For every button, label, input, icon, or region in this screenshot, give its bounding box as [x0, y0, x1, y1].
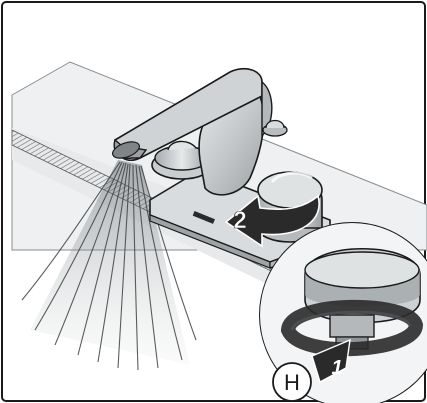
callout-label-text: H [284, 370, 300, 395]
step-2-label: 2 [233, 207, 246, 234]
faucet-spout [112, 68, 288, 196]
callout-label-badge [272, 362, 312, 402]
detail-callout: 1 H [259, 222, 427, 403]
step-2-arrow: 2 [224, 194, 320, 248]
step-1-arrow: 1 [311, 338, 351, 384]
faucet-left-handle [151, 140, 213, 180]
curved-arrow-icon [224, 194, 320, 248]
curved-arrow-icon [311, 338, 351, 384]
step-1-label: 1 [331, 357, 342, 379]
